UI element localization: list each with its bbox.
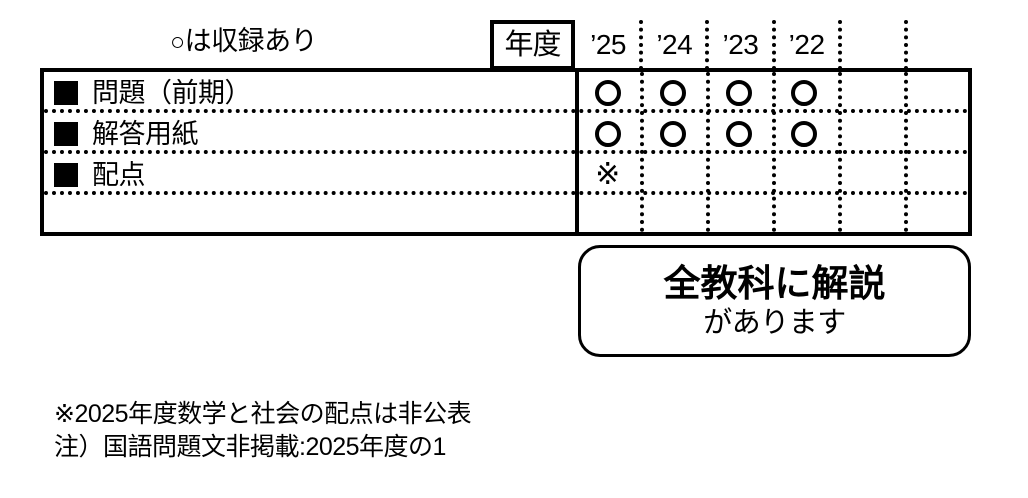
year-column-header: ’23 [705, 20, 773, 70]
mark-cell [772, 72, 838, 113]
footnote-line: ※2025年度数学と社会の配点は非公表 [54, 400, 472, 428]
mark-cell [772, 154, 838, 195]
row-label-text: 問題（前期） [92, 77, 252, 108]
mark-cell: ※ [575, 154, 641, 195]
table-row [44, 195, 968, 233]
footnote-line: 注）国語問題文非掲載:2025年度の1 [54, 433, 446, 461]
mark-cell [837, 72, 903, 113]
year-column-header: ’24 [639, 20, 707, 70]
table-row: 問題（前期） [44, 72, 968, 113]
explanation-callout-box: 全教科に解説 があります [578, 245, 971, 357]
row-label-text: 解答用紙 [92, 118, 199, 149]
year-column-header: ’22 [771, 20, 840, 70]
legend-caption: ○は収録あり [170, 26, 318, 57]
circle-mark-icon [725, 79, 752, 106]
mark-cell [706, 113, 772, 154]
mark-cell [706, 195, 772, 233]
row-marks [575, 72, 968, 113]
circle-mark-icon [594, 79, 621, 106]
row-label-cell: 解答用紙 [44, 119, 575, 149]
bullet-square-icon [54, 80, 78, 105]
mark-cell [706, 72, 772, 113]
table-row: 配点 ※ [44, 154, 968, 195]
year-column-header: ’25 [590, 29, 627, 60]
mark-cell [641, 72, 707, 113]
circle-mark-icon [660, 120, 687, 147]
circle-mark-icon [791, 120, 818, 147]
mark-cell [903, 72, 969, 113]
mark-cell [641, 195, 707, 233]
year-column-header-strip: ’25 ’24 ’23 ’22 [575, 20, 972, 70]
bullet-square-icon [54, 121, 78, 146]
year-column-header [837, 20, 906, 70]
mark-cell [575, 72, 641, 113]
mark-cell [903, 195, 969, 233]
bullet-square-icon [54, 162, 78, 187]
row-label-cell: 配点 [44, 160, 575, 190]
mark-cell [641, 113, 707, 154]
legend-caption-text: は収録あり [184, 26, 318, 56]
row-marks [575, 113, 968, 154]
table-row-divider [44, 150, 968, 154]
mark-cell [706, 154, 772, 195]
mark-cell [772, 113, 838, 154]
callout-line-1: 全教科に解説 [663, 262, 886, 304]
circle-mark-icon [660, 79, 687, 106]
circle-mark-icon [725, 120, 752, 147]
kome-mark-icon: ※ [595, 157, 621, 191]
year-column-header [903, 20, 972, 70]
row-marks [575, 195, 968, 233]
mark-cell [772, 195, 838, 233]
year-header-box: 年度 [490, 20, 575, 70]
mark-cell [903, 113, 969, 154]
mark-cell [837, 154, 903, 195]
row-label-text: 配点 [92, 159, 146, 190]
table-row: 解答用紙 [44, 113, 968, 154]
row-label-cell: 問題（前期） [44, 78, 575, 108]
footnotes: ※2025年度数学と社会の配点は非公表 注）国語問題文非掲載:2025年度の1 [54, 398, 472, 464]
legend-circle-icon: ○ [170, 28, 185, 56]
mark-cell [837, 195, 903, 233]
circle-mark-icon [791, 79, 818, 106]
mark-cell [837, 113, 903, 154]
callout-line-2: があります [703, 306, 846, 339]
content-coverage-table: 問題（前期） 解答用紙 配点 [40, 68, 972, 236]
table-row-divider [44, 109, 968, 113]
mark-cell [903, 154, 969, 195]
circle-mark-icon [594, 120, 621, 147]
mark-cell [575, 113, 641, 154]
table-row-divider [44, 191, 968, 195]
year-header-label: 年度 [504, 28, 561, 61]
row-marks: ※ [575, 154, 968, 195]
mark-cell [575, 195, 641, 233]
mark-cell [641, 154, 707, 195]
